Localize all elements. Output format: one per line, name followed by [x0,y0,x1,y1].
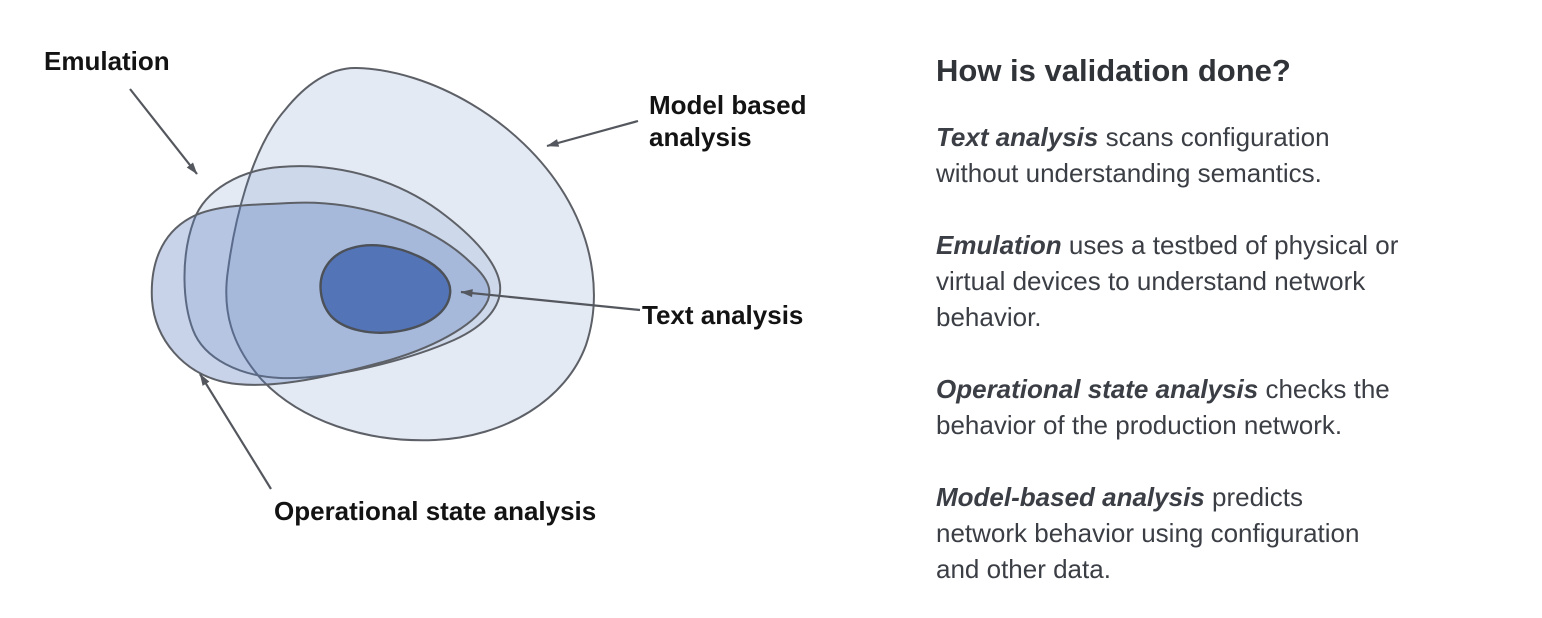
explanation-panel: How is validation done? Text analysis sc… [936,52,1496,618]
operational-paragraph: Operational state analysis checks the be… [936,371,1496,443]
emulation-paragraph: Emulation uses a testbed of physical or … [936,227,1496,335]
model-based-analysis-arrow [546,119,639,148]
text-analysis-label: Text analysis [642,300,804,330]
text-analysis-line2: without understanding semantics. [936,158,1322,188]
emulation-label: Emulation [44,46,170,76]
emulation-line2: virtual devices to understand network [936,266,1366,296]
panel-heading: How is validation done? [936,53,1291,88]
operational-line1: checks the [1258,374,1390,404]
text-analysis-lead: Text analysis [936,122,1099,152]
operational-state-analysis-label: Operational state analysis [274,496,597,526]
model-based-line2: network behavior using configuration [936,518,1360,548]
model-based-line3: and other data. [936,554,1111,584]
model-based-lead: Model-based analysis [936,482,1205,512]
model-based-analysis-label: Model based analysis [649,90,807,152]
emulation-arrow [129,88,198,175]
emulation-line1: uses a testbed of physical or [1061,230,1399,260]
text-analysis-arrow [460,289,641,312]
model-based-line1: predicts [1204,482,1304,512]
operational-state-analysis-arrow [199,373,272,490]
text-analysis-blob [319,244,452,334]
validation-venn-diagram [129,66,641,490]
operational-line2: behavior of the production network. [936,410,1343,440]
emulation-line3: behavior. [936,302,1042,332]
emulation-lead: Emulation [936,230,1062,260]
text-analysis-line1: scans configuration [1098,122,1330,152]
text-analysis-paragraph: Text analysis scans configuration withou… [936,119,1496,191]
model-based-paragraph: Model-based analysis predicts network be… [936,479,1496,587]
operational-lead: Operational state analysis [936,374,1259,404]
